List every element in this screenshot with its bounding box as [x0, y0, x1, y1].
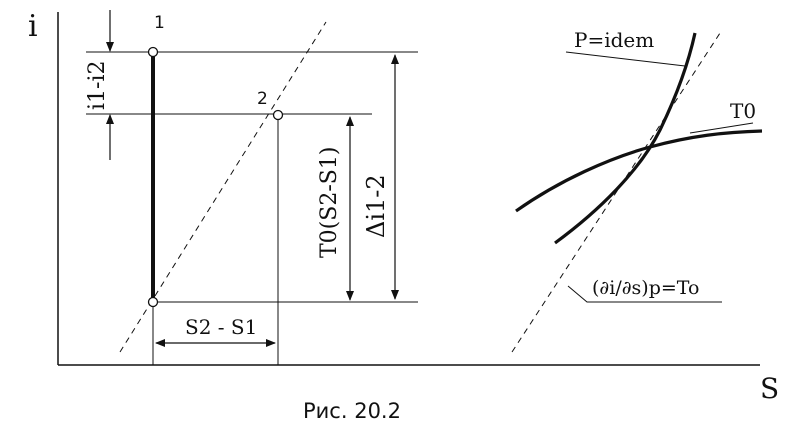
- point-base-marker: [147, 296, 159, 308]
- label-t0-ds: T0(S2-S1): [317, 147, 342, 258]
- isobar-leader: [565, 51, 686, 67]
- x-axis-label: S: [760, 372, 779, 405]
- label-isobar: P=idem: [574, 28, 654, 52]
- label-i-diff: i1-i2: [85, 61, 110, 111]
- point-1-label: 1: [154, 13, 165, 33]
- y-axis-label: i: [28, 9, 38, 44]
- dashed-tangent-left: [119, 21, 327, 353]
- label-ds: S2 - S1: [185, 315, 257, 339]
- isotherm-curve: [515, 129, 763, 213]
- label-delta-i: Δi1-2: [362, 174, 390, 238]
- tangent-leader: [567, 285, 722, 303]
- point-2-label: 2: [257, 89, 268, 109]
- isobar-curve: [554, 32, 697, 245]
- figure-caption: Рис. 20.2: [303, 399, 401, 423]
- isotherm-leader: [689, 122, 754, 134]
- label-isotherm: T0: [730, 99, 756, 123]
- dashed-tangent-right: [511, 29, 723, 353]
- point-1-marker: [147, 46, 159, 58]
- point-2-marker: [272, 109, 284, 121]
- label-tangent: (∂i/∂s)p=To: [592, 277, 699, 299]
